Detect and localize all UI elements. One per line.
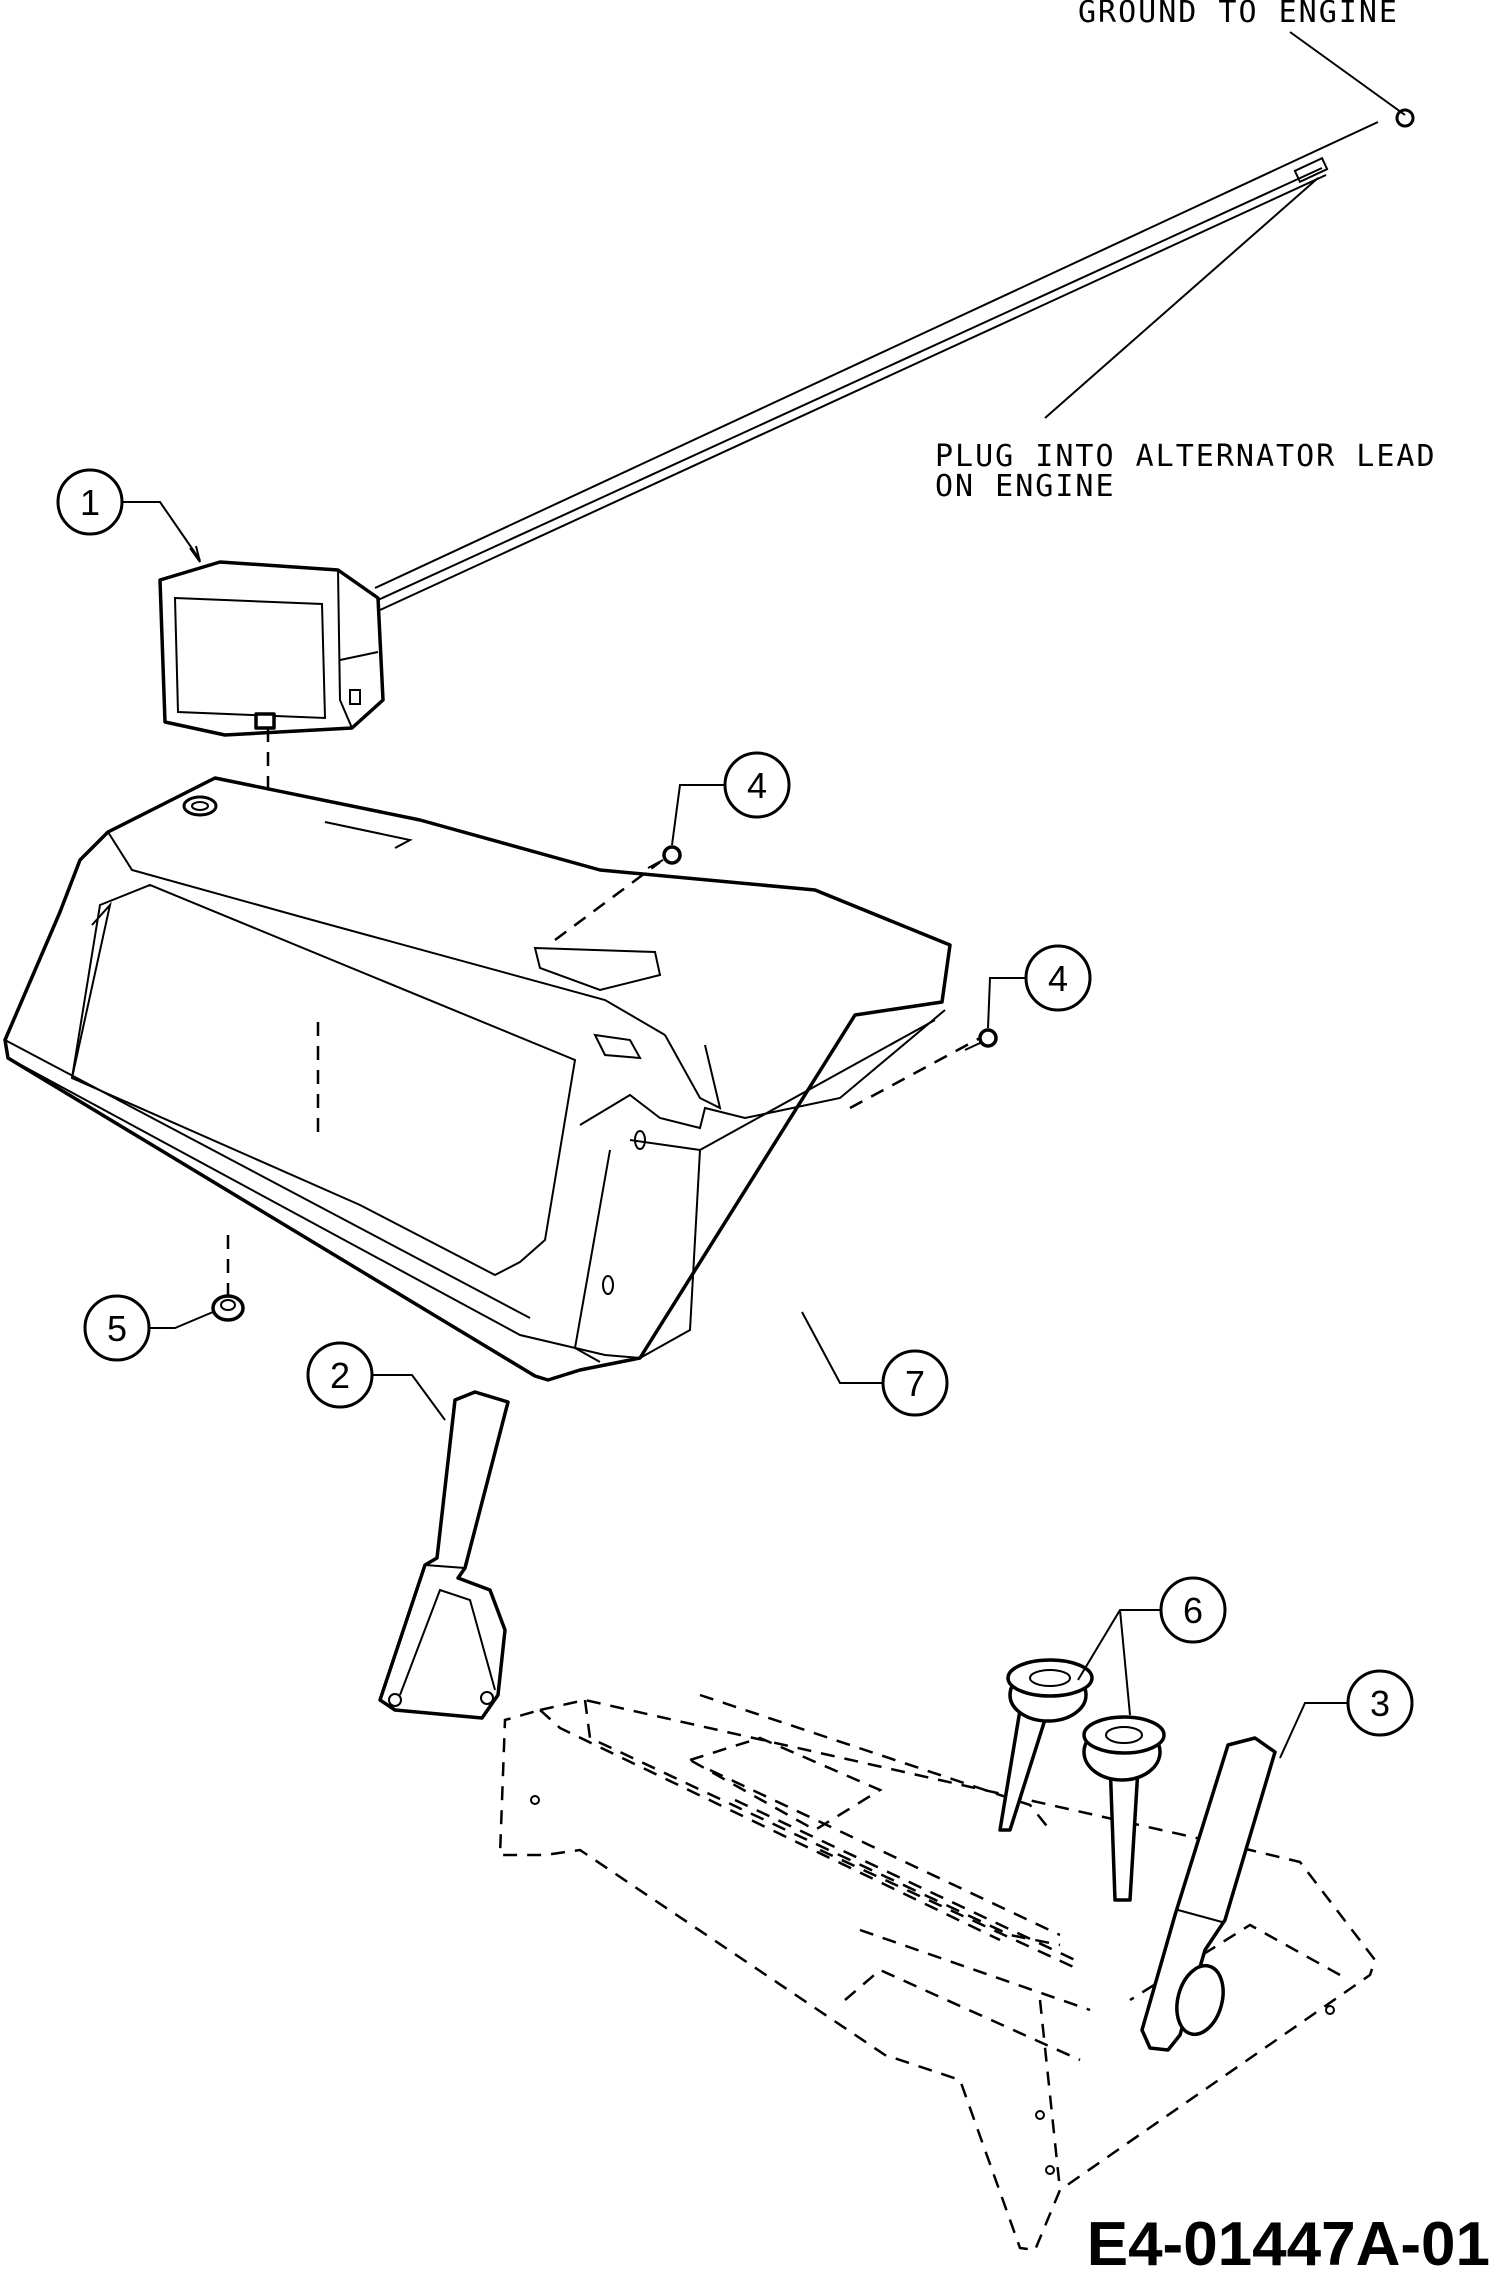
callout-7: 7 — [801, 1311, 949, 1417]
svg-text:6: 6 — [1183, 1590, 1203, 1631]
leader-alternator — [1044, 177, 1319, 419]
svg-text:3: 3 — [1370, 1683, 1390, 1724]
part-7-hood — [3, 776, 952, 1382]
part-4-screw-a — [647, 845, 682, 869]
assembly-line-4a — [554, 860, 661, 942]
svg-text:4: 4 — [747, 765, 767, 806]
svg-text:1: 1 — [80, 482, 100, 523]
part-3-lever — [1140, 1736, 1277, 2052]
annotation-ground-to-engine: GROUND TO ENGINE — [1078, 0, 1399, 30]
annotation-plug-line-1: PLUG INTO ALTERNATOR LEAD — [935, 439, 1437, 474]
base-frame — [498, 1693, 1377, 2252]
callout-4-upper: 4 — [671, 751, 791, 846]
callout-4-lower: 4 — [987, 944, 1092, 1029]
part-4-screw-b — [964, 1028, 998, 1051]
callout-6: 6 — [1077, 1576, 1227, 1716]
part-6-knob-b — [1082, 1715, 1166, 1902]
part-5-nut — [211, 1294, 245, 1322]
svg-text:7: 7 — [905, 1363, 925, 1404]
callout-2: 2 — [306, 1341, 446, 1421]
drawing-id: E4-01447A-01 — [1087, 2210, 1490, 2279]
callout-5: 5 — [83, 1294, 214, 1362]
part-2-bracket — [378, 1390, 510, 1720]
wire-harness — [374, 108, 1415, 611]
callout-1: 1 — [56, 468, 201, 563]
annotation-plug-line-2: ON ENGINE — [935, 469, 1116, 504]
svg-text:5: 5 — [107, 1308, 127, 1349]
part-6-knob-a — [998, 1658, 1094, 1832]
callout-3: 3 — [1279, 1669, 1414, 1759]
assembly-line-4b — [849, 1036, 981, 1110]
leader-ground — [1289, 31, 1406, 116]
svg-text:2: 2 — [330, 1355, 350, 1396]
part-1-module — [158, 560, 385, 737]
svg-text:4: 4 — [1048, 958, 1068, 999]
